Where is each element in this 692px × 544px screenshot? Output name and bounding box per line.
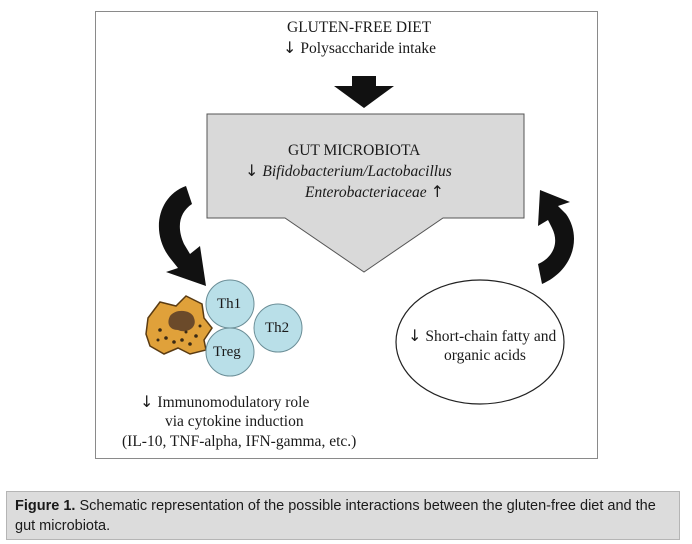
th2-cell bbox=[253, 303, 303, 353]
treg-label: Treg bbox=[213, 344, 241, 360]
diet-title: GLUTEN-FREE DIET bbox=[287, 19, 432, 36]
acids-ellipse bbox=[395, 279, 565, 405]
up-arrow-icon: ↑ bbox=[430, 182, 445, 201]
down-arrow-icon: ↓ bbox=[408, 326, 422, 345]
immune-line3: (IL-10, TNF-alpha, IFN-gamma, etc.) bbox=[122, 433, 357, 450]
diet-effect: Polysaccharide intake bbox=[300, 40, 436, 57]
microbiota-increase-line: Enterobacteriaceae↑ bbox=[305, 182, 444, 202]
acids-line1: ↓Short-chain fatty and bbox=[408, 326, 556, 346]
acids-line2: organic acids bbox=[444, 347, 526, 364]
down-arrow-icon: ↓ bbox=[140, 392, 154, 411]
caption-label: Figure 1. bbox=[15, 498, 76, 514]
macrophage-icon bbox=[145, 295, 213, 355]
caption-text: Schematic representation of the possible… bbox=[15, 498, 656, 534]
th2-label: Th2 bbox=[265, 320, 290, 336]
left-curved-arrow bbox=[158, 186, 206, 286]
microbiota-title: GUT MICROBIOTA bbox=[288, 142, 421, 159]
right-curved-arrow bbox=[538, 190, 574, 284]
immune-line1: ↓Immunomodulatory role bbox=[140, 392, 309, 412]
figure-caption: Figure 1. Schematic representation of th… bbox=[6, 491, 680, 540]
immune-role: Immunomodulatory role bbox=[157, 394, 310, 411]
diet-effect-line: ↓Polysaccharide intake bbox=[283, 38, 436, 58]
acids-label: Short-chain fatty and bbox=[425, 328, 557, 345]
diet-to-microbiota-arrow bbox=[334, 76, 394, 108]
down-arrow-icon: ↓ bbox=[245, 161, 259, 180]
th1-label: Th1 bbox=[217, 296, 242, 312]
immune-line2: via cytokine induction bbox=[165, 413, 304, 430]
microbiota-decrease: Bifidobacterium/Lactobacillus bbox=[262, 163, 452, 180]
treg-cell bbox=[205, 327, 255, 377]
microbiota-box bbox=[206, 113, 525, 273]
down-arrow-icon: ↓ bbox=[283, 38, 297, 57]
microbiota-increase: Enterobacteriaceae bbox=[305, 184, 427, 201]
microbiota-decrease-line: ↓Bifidobacterium/Lactobacillus bbox=[245, 161, 452, 181]
